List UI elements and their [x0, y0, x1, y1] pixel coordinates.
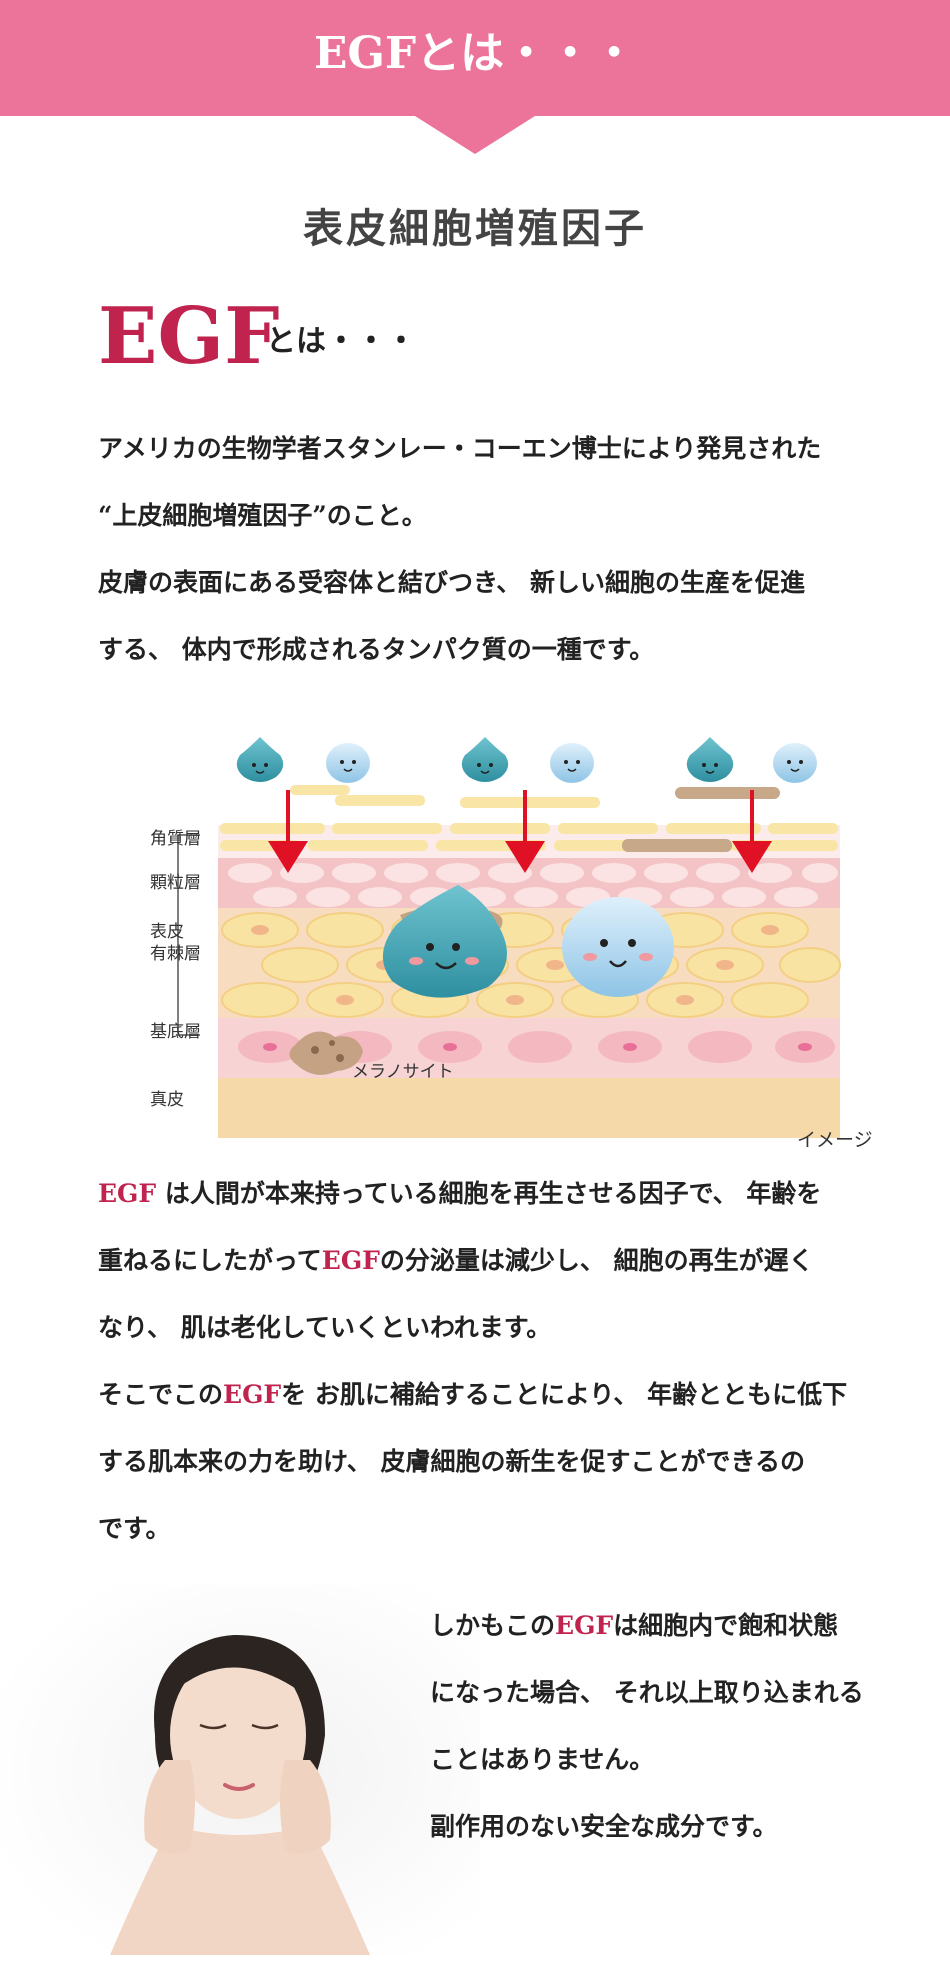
- paragraph-line: ことはありません。: [430, 1745, 655, 1774]
- intro-line: アメリカの生物学者スタンレー・コーエン博士により発見された: [98, 434, 822, 463]
- paragraph-line: になった場合、 それ以上取り込まれる: [430, 1678, 864, 1707]
- text-segment: の分泌量は減少し、 細胞の再生が遅く: [379, 1246, 814, 1275]
- label-yukyoku: 有棘層: [150, 944, 201, 964]
- safety-paragraph: しかもこのEGFは細胞内で飽和状態 になった場合、 それ以上取り込まれる ことは…: [430, 1592, 930, 1860]
- woman-portrait-image: [0, 1585, 480, 1955]
- paragraph-line: です。: [98, 1514, 171, 1543]
- intro-paragraph: アメリカの生物学者スタンレー・コーエン博士により発見された “上皮細胞増殖因子”…: [98, 415, 878, 683]
- egf-highlight: EGF: [223, 1380, 282, 1409]
- text-segment: は人間が本来持っている細胞を再生させる因子で、 年齢を: [156, 1179, 822, 1208]
- header-banner: EGFとは・・・: [0, 0, 950, 116]
- paragraph-line: しかもこのEGFは細胞内で飽和状態: [430, 1592, 930, 1659]
- egf-explanation-paragraph: EGF は人間が本来持っている細胞を再生させる因子で、 年齢を 重ねるにしたがっ…: [98, 1160, 898, 1562]
- egf-characters-large: [382, 885, 674, 998]
- text-segment: は細胞内で飽和状態: [613, 1611, 839, 1640]
- label-karyu: 顆粒層: [150, 873, 201, 893]
- skin-layer-illustration: 表皮 角質層: [150, 737, 841, 1138]
- intro-line: “上皮細胞増殖因子”のこと。: [98, 501, 427, 530]
- layer-labels: 表皮: [150, 834, 200, 1036]
- paragraph-line: する肌本来の力を助け、 皮膚細胞の新生を促すことができるの: [98, 1447, 805, 1476]
- text-segment: そこでこの: [98, 1380, 224, 1409]
- egf-highlight: EGF: [98, 1179, 157, 1208]
- banner-notch: [415, 116, 535, 154]
- paragraph-line: なり、 肌は老化していくといわれます。: [98, 1313, 552, 1342]
- egf-heading: EGF: [98, 291, 280, 382]
- intro-line: する、 体内で形成されるタンパク質の一種です。: [98, 635, 655, 664]
- paragraph-line: そこでこのEGFを お肌に補給することにより、 年齢とともに低下: [98, 1361, 898, 1428]
- header-title: EGFとは・・・: [313, 28, 637, 79]
- label-hyohi: 表皮: [150, 922, 184, 942]
- egf-characters-small: [236, 737, 817, 783]
- egf-highlight: EGF: [321, 1246, 380, 1275]
- figure-caption: イメージ: [797, 1129, 873, 1151]
- label-kakushitsu: 角質層: [150, 829, 201, 849]
- text-segment: しかもこの: [430, 1611, 556, 1640]
- intro-line: 皮膚の表面にある受容体と結びつき、 新しい細胞の生産を促進: [98, 568, 805, 597]
- label-shinpi: 真皮: [150, 1090, 184, 1110]
- egf-heading-suffix: とは・・・: [266, 324, 416, 359]
- section-subtitle: 表皮細胞増殖因子: [303, 206, 647, 252]
- egf-arrows: [268, 790, 772, 873]
- label-melanocyte: メラノサイト: [352, 1062, 454, 1082]
- text-segment: 重ねるにしたがって: [98, 1246, 322, 1275]
- paragraph-line: 重ねるにしたがってEGFの分泌量は減少し、 細胞の再生が遅く: [98, 1227, 898, 1294]
- skin-block: [218, 785, 841, 1138]
- paragraph-line: EGF は人間が本来持っている細胞を再生させる因子で、 年齢を: [98, 1160, 898, 1227]
- text-segment: を お肌に補給することにより、 年齢とともに低下: [281, 1380, 848, 1409]
- paragraph-line: 副作用のない安全な成分です。: [430, 1812, 778, 1841]
- label-kitei: 基底層: [150, 1022, 201, 1042]
- egf-highlight: EGF: [555, 1611, 614, 1640]
